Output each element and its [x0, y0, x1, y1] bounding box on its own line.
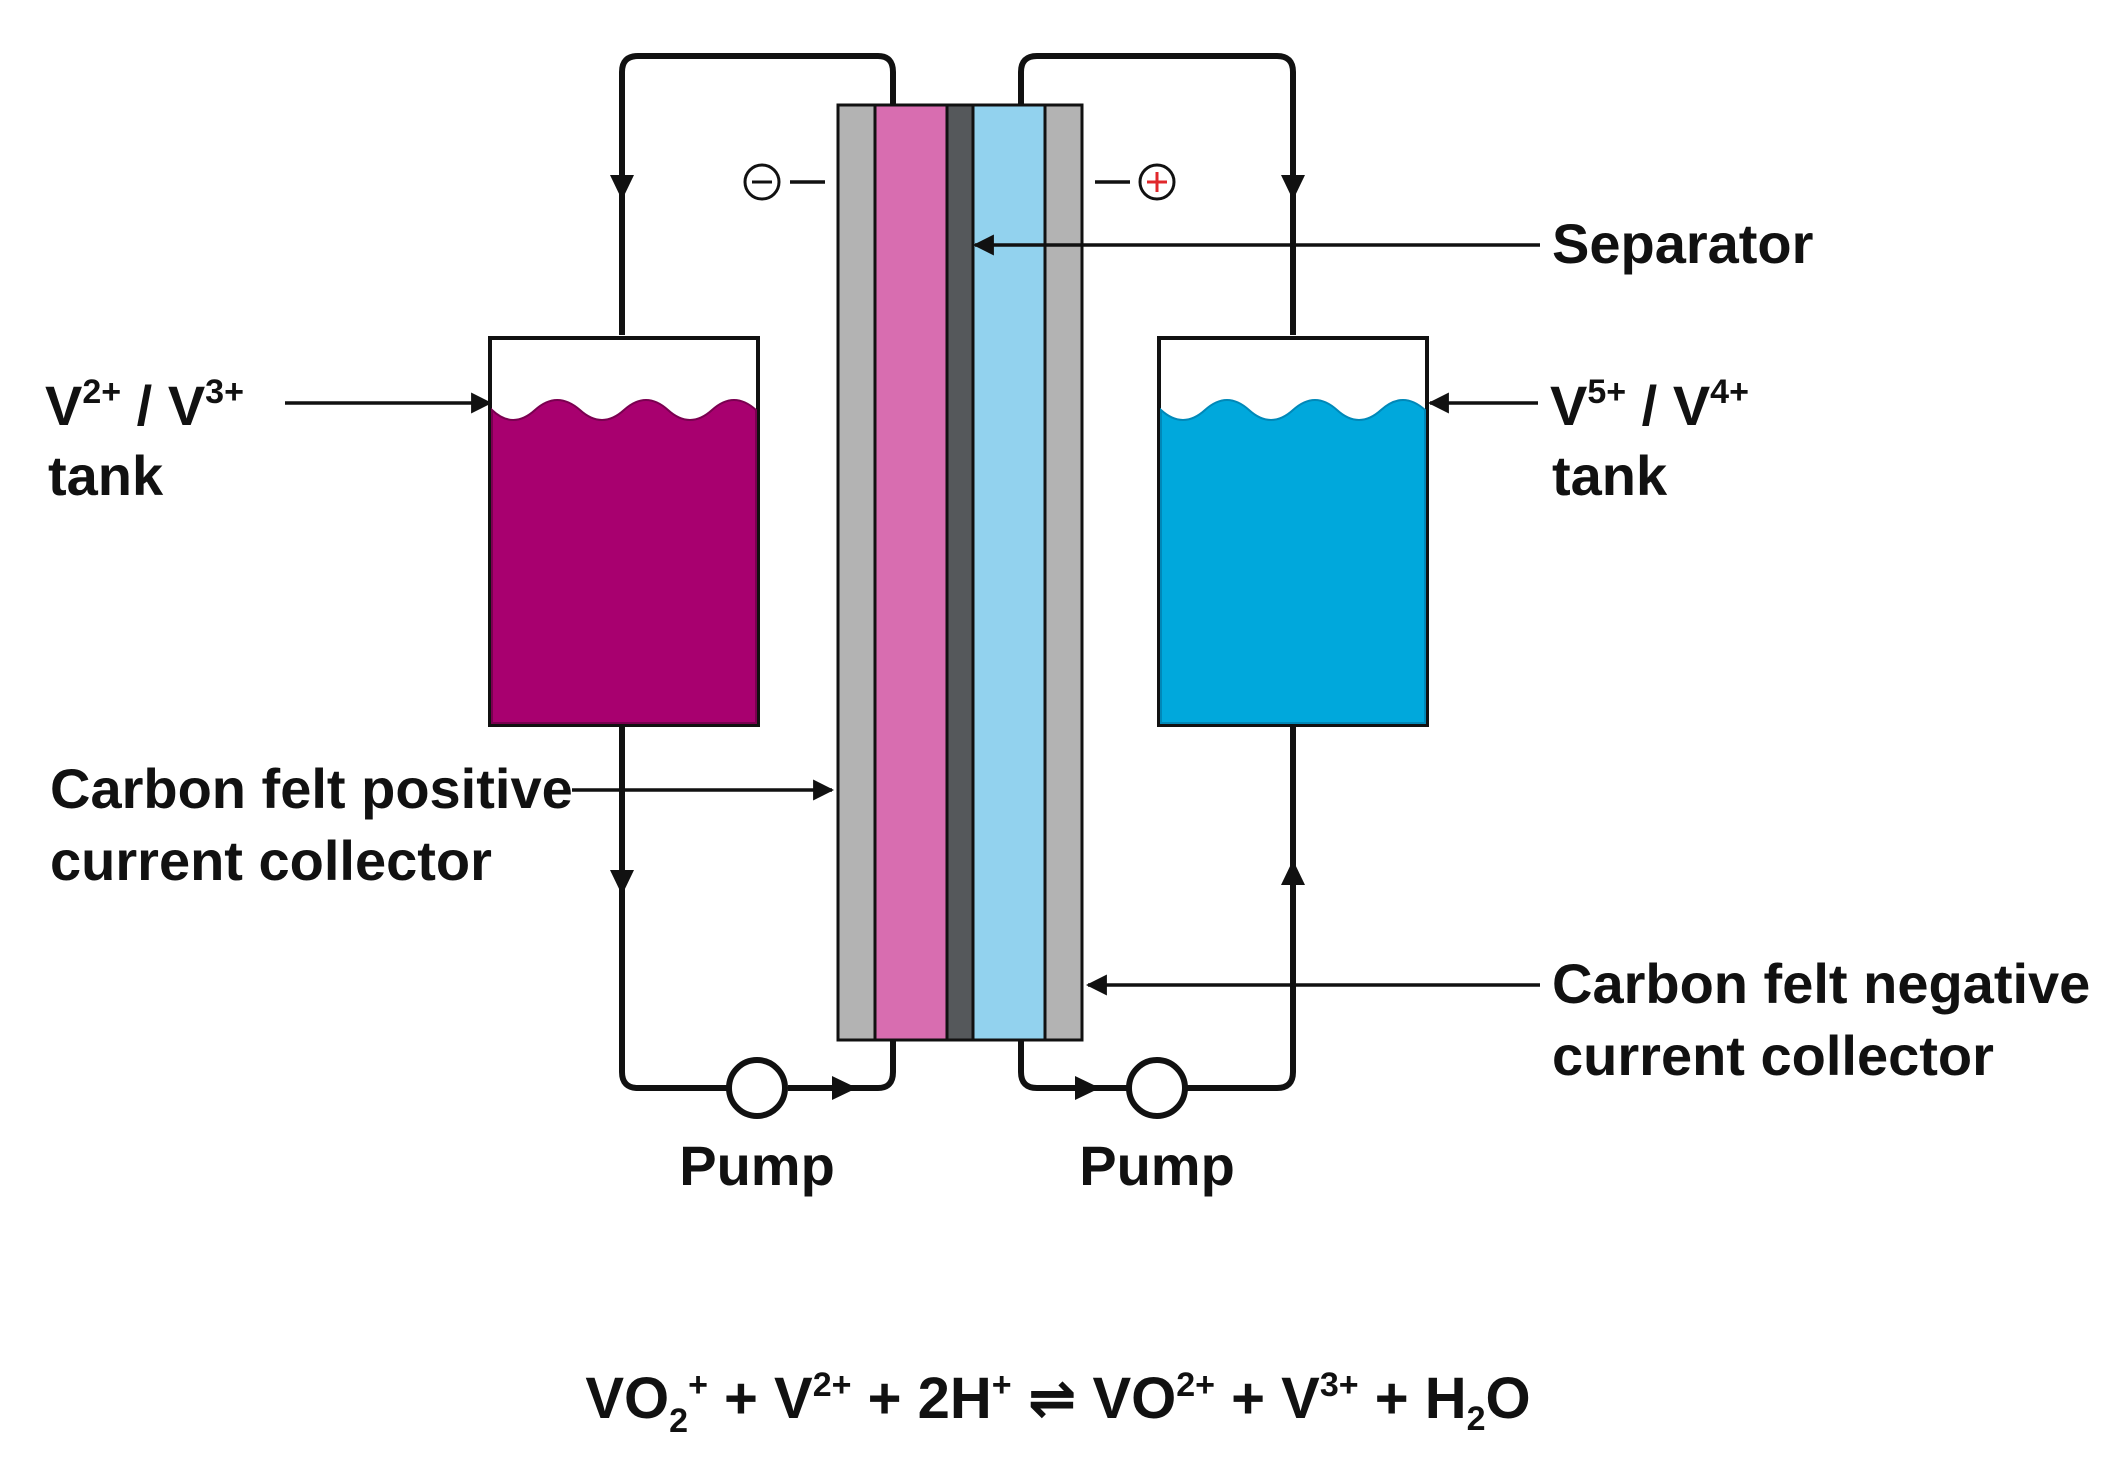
right-half-cell — [971, 103, 1047, 1042]
right-pump-icon — [1126, 1057, 1188, 1119]
positive-current-collector — [836, 103, 877, 1042]
right-tank-word: tank — [1552, 444, 1668, 507]
right-pump-label: Pump — [1079, 1134, 1235, 1197]
right-lower-pipe — [1180, 725, 1296, 1091]
left-upper-pipe — [619, 53, 896, 335]
left-tank-label: V2+ / V3+ — [45, 373, 244, 437]
right-electrolyte — [1160, 399, 1426, 724]
right-upper-pipe — [1018, 53, 1296, 335]
flow-arrow-right-pump-in — [1075, 1076, 1100, 1100]
left-pump-label: Pump — [679, 1134, 835, 1197]
negative-collector-label-line2: current collector — [1552, 1024, 1994, 1087]
flow-arrow-right-down-top — [1281, 175, 1305, 200]
flow-arrow-left-pump-out — [832, 1076, 857, 1100]
flow-arrow-left-down-top — [610, 175, 634, 200]
positive-terminal-icon — [1138, 163, 1176, 201]
right-tank — [1157, 336, 1429, 727]
left-electrolyte — [491, 399, 757, 724]
left-pump-icon — [726, 1057, 788, 1119]
left-tank-word: tank — [48, 444, 164, 507]
negative-terminal-icon — [743, 163, 781, 201]
negative-collector-label-line1: Carbon felt negative — [1552, 952, 2090, 1015]
flow-arrow-right-up-bottom — [1281, 860, 1305, 885]
separator-label: Separator — [1552, 212, 1813, 275]
left-half-cell — [873, 103, 949, 1042]
reaction-equation: VO2+ + V2+ + 2H+ ⇌ VO2+ + V3+ + H2O — [585, 1366, 1530, 1440]
negative-current-collector — [1043, 103, 1084, 1042]
right-pump-inlet-pipe — [1018, 1040, 1130, 1091]
cell-stack — [836, 103, 1084, 1042]
separator-membrane — [945, 103, 975, 1042]
positive-collector-label-line1: Carbon felt positive — [50, 757, 573, 820]
left-pump-outlet-pipe — [788, 1040, 896, 1091]
flow-arrow-left-down-bottom — [610, 870, 634, 895]
left-tank — [488, 336, 760, 727]
positive-collector-label-line2: current collector — [50, 829, 492, 892]
left-lower-pipe — [619, 725, 738, 1091]
right-tank-label: V5+ / V4+ — [1550, 373, 1749, 437]
